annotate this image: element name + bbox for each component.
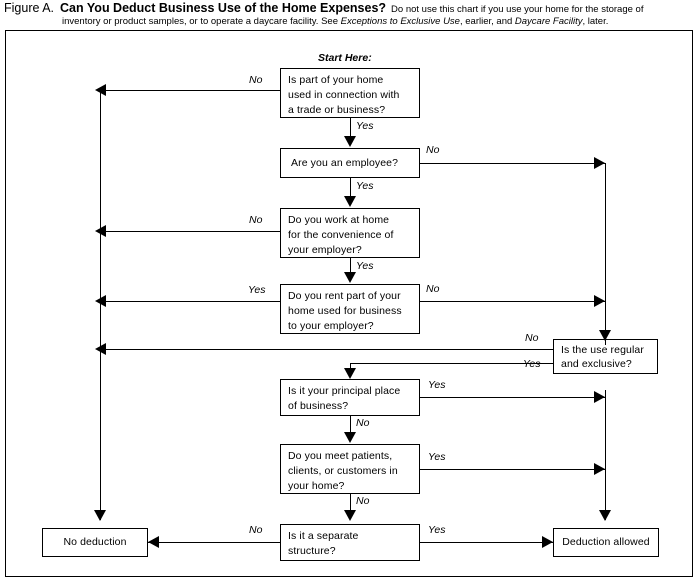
node-no-deduction: No deduction <box>42 528 148 557</box>
arrow-q7-no-down <box>344 510 356 521</box>
edge-label-q5-yes: Yes <box>523 358 541 370</box>
node-q5-line-2: and exclusive? <box>561 358 632 370</box>
edge-q1-yes-line <box>350 118 351 140</box>
node-q3-line-1: Do you work at home <box>288 214 390 226</box>
edge-label-q7-yes: Yes <box>428 451 446 463</box>
edge-q6-yes-line <box>420 397 605 398</box>
figure-label: Figure A. <box>4 1 55 15</box>
edge-label-q6-yes: Yes <box>428 379 446 391</box>
node-q1-line-3: a trade or business? <box>288 104 386 116</box>
node-q1-line-1: Is part of your home <box>288 74 384 86</box>
node-q3-line-2: for the convenience of <box>288 229 394 241</box>
arrow-q3-no-left <box>95 225 106 237</box>
right-spine-lower-vertical-line <box>605 390 606 520</box>
caption-note-line2-b: , earlier, and <box>459 16 515 27</box>
node-q7-line-3: your home? <box>288 480 345 492</box>
node-q3-work-at-home-for-convenience-of-employer: Do you work at home for the convenience … <box>280 208 420 258</box>
edge-label-q2-no: No <box>426 144 440 156</box>
arrow-q1-no-left <box>95 84 106 96</box>
chart-border <box>5 30 693 577</box>
start-here-label: Start Here: <box>318 52 372 64</box>
caption-ref-exceptions-to-exclusive-use: Exceptions to Exclusive Use <box>340 16 460 27</box>
node-q1-line-2: used in connection with <box>288 89 400 101</box>
node-q7-line-2: clients, or customers in <box>288 465 398 477</box>
arrow-right-spine-into-q5 <box>599 330 611 341</box>
edge-label-q3-yes: Yes <box>356 260 374 272</box>
edge-q2-yes-line <box>350 178 351 200</box>
node-q3-line-3: your employer? <box>288 244 362 256</box>
node-q2-text: Are you an employee? <box>291 156 399 169</box>
arrow-right-spine-into-deduction-allowed <box>599 510 611 521</box>
caption-line-2: inventory or product samples, or to oper… <box>62 16 698 28</box>
caption-note-line2-c: , later. <box>582 16 609 27</box>
node-q1-home-used-for-trade-or-business: Is part of your home used in connection … <box>280 68 420 118</box>
edge-label-q8-no: No <box>249 524 263 536</box>
edge-label-q4-no: No <box>426 283 440 295</box>
arrow-q6-yes-right <box>594 391 605 403</box>
arrow-q5-yes-down-into-q6 <box>344 368 356 379</box>
node-q4-line-1: Do you rent part of your <box>288 290 401 302</box>
arrow-q6-no-down <box>344 432 356 443</box>
edge-q2-no-line <box>420 163 605 164</box>
caption-line-1: Figure A. Can You Deduct Business Use of … <box>4 1 698 17</box>
node-q7-line-1: Do you meet patients, <box>288 450 393 462</box>
node-q6-line-2: of business? <box>288 400 349 412</box>
edge-q5-yes-vertical-line <box>350 363 351 371</box>
node-q8-line-1: Is it a separate <box>288 530 359 542</box>
edge-q1-no-line <box>100 90 280 91</box>
arrow-q2-no-right <box>594 157 605 169</box>
figure-title: Can You Deduct Business Use of the Home … <box>60 1 387 15</box>
edge-label-q6-no: No <box>356 417 370 429</box>
node-q6-principal-place-of-business: Is it your principal place of business? <box>280 379 420 416</box>
caption-note-part-1: Do not use this chart if you use your ho… <box>391 4 644 15</box>
edge-label-q7-no: No <box>356 495 370 507</box>
edge-label-q1-no: No <box>249 74 263 86</box>
edge-q5-yes-horizontal-line <box>350 363 553 364</box>
arrow-q4-no-right <box>594 295 605 307</box>
node-deduction-allowed: Deduction allowed <box>553 528 659 557</box>
edge-q3-no-line <box>100 231 280 232</box>
node-q4-rent-part-of-home-to-employer: Do you rent part of your home used for b… <box>280 284 420 334</box>
edge-q3-yes-line <box>350 258 351 276</box>
node-deduction-allowed-text: Deduction allowed <box>562 536 650 548</box>
figure-caption: Figure A. Can You Deduct Business Use of … <box>0 0 698 30</box>
arrow-q8-yes-right <box>542 536 553 548</box>
node-q2-are-you-an-employee: Are you an employee? <box>280 148 420 178</box>
arrow-left-spine-into-no-deduction <box>94 510 106 521</box>
node-q8-line-2: structure? <box>288 545 336 557</box>
node-q6-line-1: Is it your principal place <box>288 385 401 397</box>
edge-q8-yes-line <box>420 542 553 543</box>
edge-q6-no-line <box>350 416 351 434</box>
arrow-q8-no-left <box>148 536 159 548</box>
right-spine-upper-vertical-line <box>605 163 606 345</box>
edge-label-q4-yes: Yes <box>248 284 266 296</box>
caption-ref-daycare-facility: Daycare Facility <box>514 16 583 27</box>
node-no-deduction-text: No deduction <box>63 536 127 548</box>
edge-q8-no-line <box>148 542 280 543</box>
edge-label-q5-no: No <box>525 332 539 344</box>
edge-label-q8-yes: Yes <box>428 524 446 536</box>
node-q8-separate-structure: Is it a separate structure? <box>280 524 420 561</box>
arrow-q5-no-left <box>95 343 106 355</box>
node-q7-meet-patients-clients-customers: Do you meet patients, clients, or custom… <box>280 444 420 494</box>
node-q4-line-3: to your employer? <box>288 320 374 332</box>
caption-note-line2-a: inventory or product samples, or to oper… <box>62 16 341 27</box>
edge-label-q1-yes: Yes <box>356 120 374 132</box>
arrow-q7-yes-right <box>594 463 605 475</box>
edge-q5-no-line <box>100 349 553 350</box>
arrow-q3-yes-down <box>344 272 356 283</box>
edge-label-q3-no: No <box>249 214 263 226</box>
node-q5-line-1: Is the use regular <box>561 344 644 356</box>
arrow-q2-yes-down <box>344 196 356 207</box>
edge-q4-yes-line <box>100 301 280 302</box>
edge-q7-no-line <box>350 494 351 512</box>
arrow-q4-yes-left <box>95 295 106 307</box>
arrow-q1-yes-down <box>344 136 356 147</box>
edge-label-q2-yes: Yes <box>356 180 374 192</box>
edge-q4-no-line <box>420 301 605 302</box>
node-q4-line-2: home used for business <box>288 305 402 317</box>
edge-q7-yes-line <box>420 469 605 470</box>
